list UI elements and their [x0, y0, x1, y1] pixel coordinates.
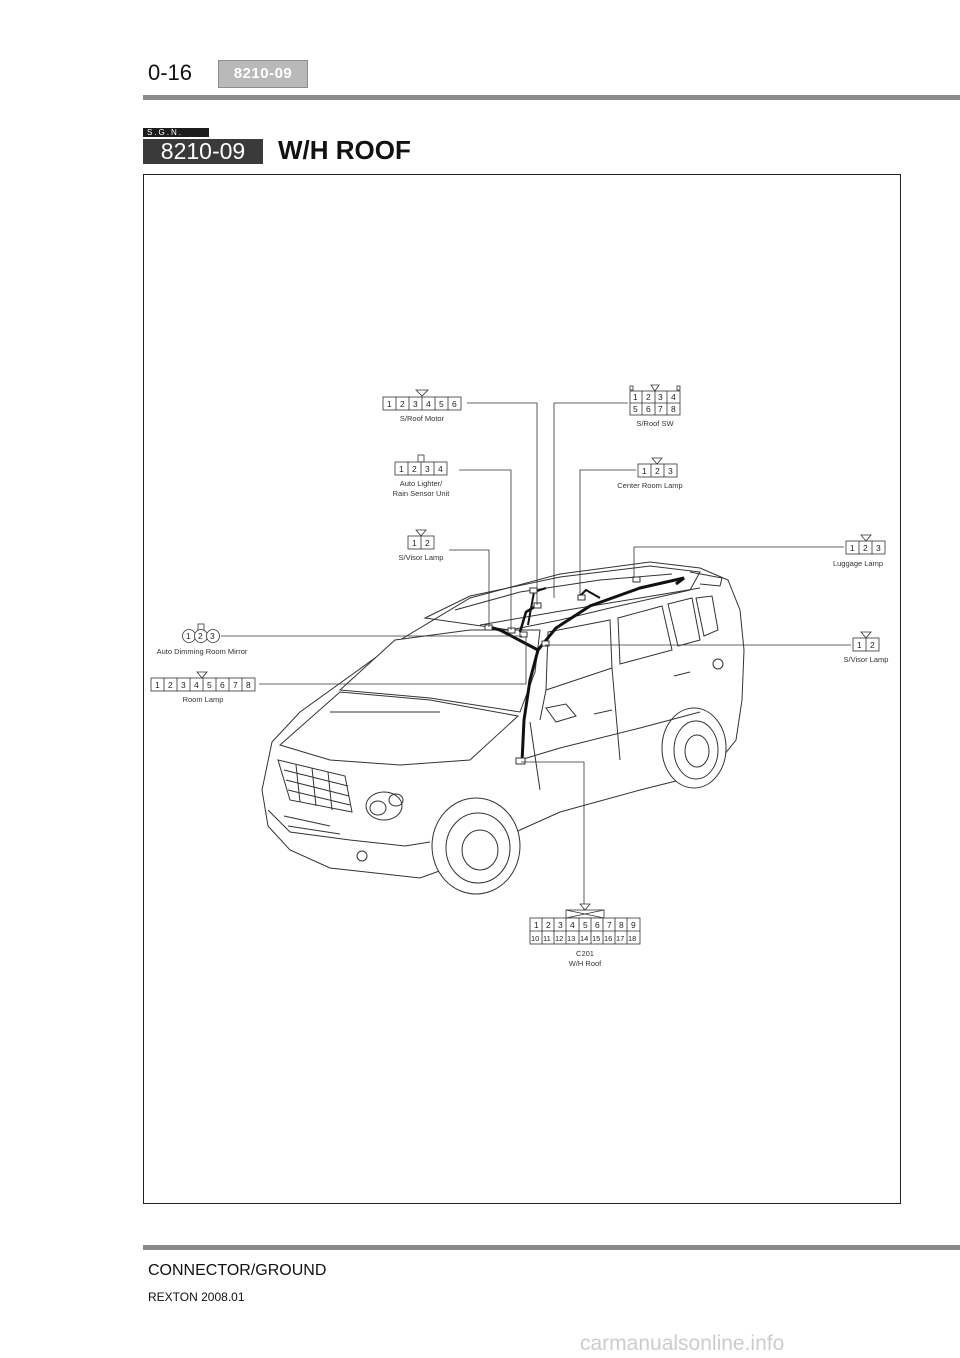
pin-label: 16: [604, 934, 612, 943]
pin-label: 3: [425, 464, 430, 474]
connector-label: W/H Roof: [569, 959, 602, 968]
connector-c201: 1 2 3 4 5 6 7 8 9 10 11 12 13 14 15 16 1…: [529, 903, 641, 968]
pin-label: 9: [631, 920, 636, 930]
connector-center-room-lamp: 1 2 3 Center Room Lamp: [617, 457, 683, 490]
pin-label: 13: [567, 934, 575, 943]
section-tab: 8210-09: [218, 60, 308, 88]
pin-label: 7: [233, 680, 238, 690]
section-title: W/H ROOF: [278, 135, 411, 165]
watermark-text: carmanualsonline.info: [580, 1332, 785, 1355]
connector-svisor-lamp-right: 1 2 S/Visor Lamp: [844, 631, 889, 664]
pin-label: 6: [220, 680, 225, 690]
pin-label: 2: [655, 466, 660, 476]
pin-label: 2: [168, 680, 173, 690]
connector-auto-dimming-mirror: 1 2 3 Auto Dimming Room Mirror: [157, 623, 248, 656]
footer-rule: [143, 1245, 960, 1250]
connector-sroof-sw: 1 2 3 4 5 6 7 8 S/Roof SW: [629, 384, 681, 428]
connector-label: Center Room Lamp: [617, 481, 682, 490]
pin-label: 15: [592, 934, 600, 943]
connector-label: S/Visor Lamp: [399, 553, 444, 562]
connector-label: Rain Sensor Unit: [393, 489, 451, 498]
pin-label: 4: [570, 920, 575, 930]
footer-model: REXTON 2008.01: [148, 1290, 245, 1304]
page-number: 0-16: [148, 60, 193, 85]
connector-svisor-lamp-left: 1 2 S/Visor Lamp: [399, 529, 444, 562]
pin-label: 1: [387, 399, 392, 409]
pin-label: 1: [186, 631, 191, 641]
pin-label: 3: [658, 392, 663, 402]
pin-label: 8: [671, 404, 676, 414]
pin-label: 5: [583, 920, 588, 930]
pin-label: 1: [412, 538, 417, 548]
pin-label: 8: [619, 920, 624, 930]
connector-code: C201: [576, 949, 594, 958]
pin-label: 2: [198, 631, 203, 641]
pin-label: 14: [580, 934, 588, 943]
pin-label: 12: [555, 934, 563, 943]
pin-label: 1: [850, 543, 855, 553]
pin-label: 6: [595, 920, 600, 930]
pin-label: 3: [210, 631, 215, 641]
vehicle-illustration: [261, 561, 745, 895]
pin-label: 2: [400, 399, 405, 409]
pin-label: 3: [413, 399, 418, 409]
pin-label: 3: [558, 920, 563, 930]
pin-label: 1: [534, 920, 539, 930]
pin-label: 1: [857, 640, 862, 650]
connector-label: S/Visor Lamp: [844, 655, 889, 664]
pin-label: 1: [155, 680, 160, 690]
section-code-badge: 8210-09: [143, 139, 263, 164]
pin-label: 6: [452, 399, 457, 409]
pin-label: 4: [194, 680, 199, 690]
pin-label: 1: [399, 464, 404, 474]
pin-label: 1: [642, 466, 647, 476]
pin-label: 3: [876, 543, 881, 553]
pin-label: 8: [246, 680, 251, 690]
leader-lines: [221, 402, 851, 910]
connector-label: S/Roof SW: [636, 419, 674, 428]
pin-label: 4: [438, 464, 443, 474]
footer-title: CONNECTOR/GROUND: [148, 1262, 327, 1279]
header-rule: [143, 95, 960, 100]
pin-label: 2: [863, 543, 868, 553]
pin-label: 1: [633, 392, 638, 402]
pin-label: 2: [425, 538, 430, 548]
connector-label: S/Roof Motor: [400, 414, 445, 423]
connector-luggage-lamp: 1 2 3 Luggage Lamp: [833, 534, 886, 568]
sgn-label: S.G.N.: [143, 128, 209, 137]
pin-label: 5: [207, 680, 212, 690]
pin-label: 11: [543, 934, 551, 943]
pin-label: 2: [546, 920, 551, 930]
pin-label: 5: [633, 404, 638, 414]
pin-label: 7: [658, 404, 663, 414]
pin-label: 2: [646, 392, 651, 402]
pin-label: 17: [616, 934, 624, 943]
pin-label: 2: [412, 464, 417, 474]
connector-label: Room Lamp: [183, 695, 224, 704]
connector-sroof-motor: 1 2 3 4 5 6 S/Roof Motor: [382, 389, 462, 423]
pin-label: 5: [439, 399, 444, 409]
pin-label: 6: [646, 404, 651, 414]
pin-label: 4: [671, 392, 676, 402]
pin-label: 2: [870, 640, 875, 650]
pin-label: 18: [628, 934, 636, 943]
pin-label: 3: [181, 680, 186, 690]
connector-label: Auto Dimming Room Mirror: [157, 647, 248, 656]
diagram-frame: [143, 174, 901, 1204]
pin-label: 3: [668, 466, 673, 476]
connector-label: Luggage Lamp: [833, 559, 883, 568]
connector-room-lamp: 1 2 3 4 5 6 7 8 Room Lamp: [150, 671, 256, 704]
connector-label: Auto Lighter/: [400, 479, 443, 488]
pin-label: 10: [531, 934, 539, 943]
roof-harness: [484, 576, 685, 765]
pin-label: 7: [607, 920, 612, 930]
pin-label: 4: [426, 399, 431, 409]
connector-auto-lighter-rain-sensor: 1 2 3 4 Auto Lighter/ Rain Sensor Unit: [393, 454, 451, 498]
